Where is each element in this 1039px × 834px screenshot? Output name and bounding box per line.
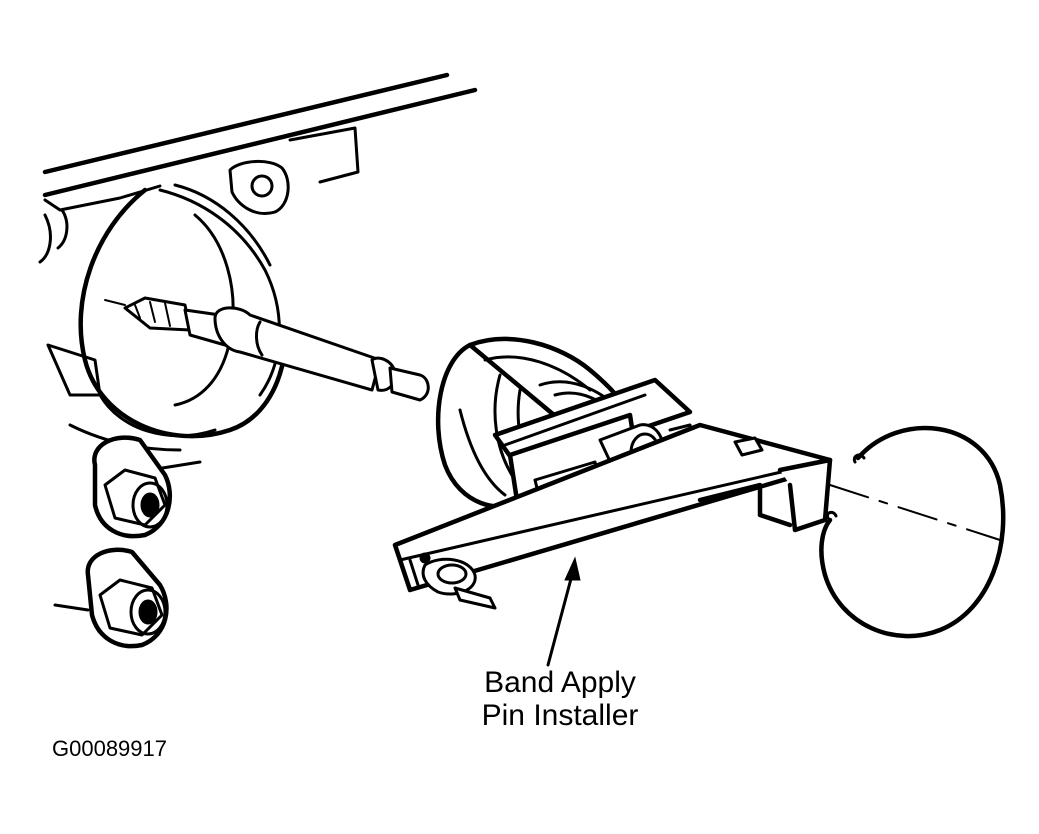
callout-label-line-2: Pin Installer bbox=[481, 699, 639, 732]
callout-leader-arrow bbox=[546, 556, 581, 667]
transmission-case bbox=[38, 72, 478, 264]
hex-nut-upper bbox=[92, 435, 173, 539]
callout-label-line-1: Band Apply bbox=[484, 666, 636, 699]
snap-ring bbox=[819, 425, 1006, 639]
hex-nut-lower bbox=[53, 547, 169, 649]
installer-lever-arm bbox=[392, 422, 833, 610]
figure-id: G00089917 bbox=[52, 736, 167, 761]
band-apply-pin bbox=[123, 296, 430, 402]
